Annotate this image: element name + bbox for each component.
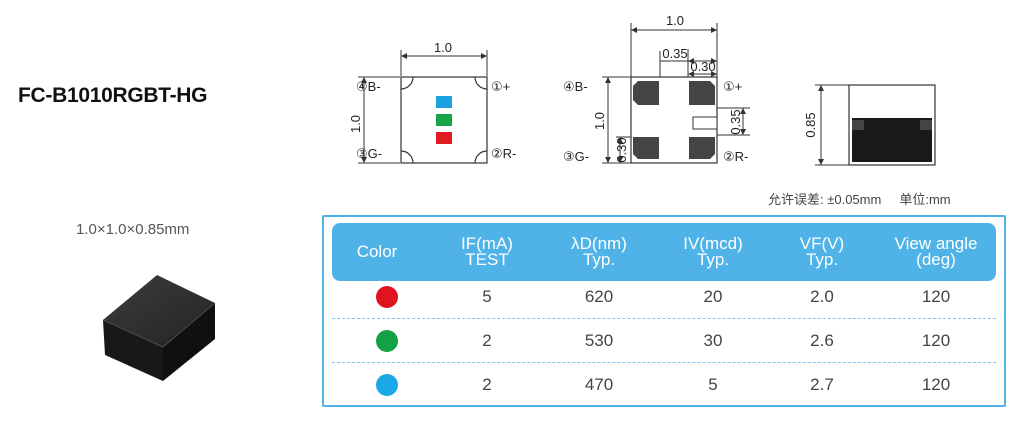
part-number-title: FC-B1010RGBT-HG — [18, 84, 208, 107]
cell-iv: 30 — [703, 331, 723, 350]
cell-vf: 2.7 — [810, 375, 834, 394]
bottom-pad-width-dim: 0.35 — [662, 46, 687, 61]
pad-2 — [689, 137, 715, 159]
row-divider — [332, 362, 996, 363]
top-width-dim: 1.0 — [434, 40, 452, 55]
bottom-pin-4-label: ④B- — [563, 79, 588, 94]
red-color-dot — [376, 286, 398, 308]
cell-if: 5 — [482, 287, 492, 306]
header-if: IF(mA)TEST — [461, 234, 513, 269]
bottom-pin-3-label: ③G- — [563, 149, 589, 164]
pad-3 — [633, 137, 659, 159]
bottom-pad-height-dim: 0.35 — [728, 109, 743, 134]
side-height-dim: 0.85 — [803, 112, 818, 137]
bottom-height-dim: 1.0 — [592, 112, 607, 130]
cell-vf: 2.0 — [810, 287, 834, 306]
cell-angle: 120 — [921, 375, 951, 394]
cell-wavelength: 470 — [584, 375, 614, 394]
blue-color-dot — [376, 374, 398, 396]
side-view-drawing: 0.85 — [803, 84, 936, 166]
red-chip — [436, 132, 452, 144]
bottom-pin-2-label: ②R- — [723, 149, 748, 164]
pin-1-label: ①+ — [491, 79, 510, 94]
green-color-dot — [376, 330, 398, 352]
cell-if: 2 — [482, 331, 492, 350]
cell-wavelength: 530 — [584, 331, 614, 350]
header-iv: IV(mcd)Typ. — [683, 234, 743, 269]
package-size-label: 1.0×1.0×0.85mm — [76, 221, 190, 238]
top-view-package — [400, 76, 488, 164]
pin-4-label: ④B- — [356, 79, 381, 94]
unit-text: 单位:mm — [899, 192, 951, 207]
cell-angle: 120 — [921, 331, 951, 350]
pad-1 — [689, 81, 715, 105]
pin-2-label: ②R- — [491, 146, 516, 161]
header-vf: VF(V)Typ. — [799, 234, 845, 269]
cell-vf: 2.6 — [810, 331, 834, 350]
bottom-pad-bottom-dim: 0.30 — [614, 137, 629, 162]
bottom-view-drawing: 1.0 0.35 0.30 0.35 1.0 0.30 ④B- ①+ ③G- ②… — [563, 13, 750, 164]
spec-table: Color IF(mA)TEST λD(nm)Typ. IV(mcd)Typ. … — [322, 215, 1006, 407]
pad-4 — [633, 81, 659, 105]
header-view-angle: View angle(deg) — [894, 234, 978, 269]
row-divider — [332, 318, 996, 319]
pin-3-label: ③G- — [356, 146, 382, 161]
top-view-drawing: 1.0 1.0 ④B- ①+ ③G- ②R- — [348, 40, 516, 164]
table-row-red: 5 620 20 2.0 120 — [332, 275, 996, 319]
product-image — [102, 275, 216, 381]
cell-if: 2 — [482, 375, 492, 394]
tolerance-text: 允许误差: ±0.05mm — [768, 192, 882, 207]
cell-wavelength: 620 — [584, 287, 614, 306]
table-row-blue: 2 470 5 2.7 120 — [332, 363, 996, 407]
header-wavelength: λD(nm)Typ. — [571, 234, 627, 269]
header-color: Color — [356, 242, 398, 261]
table-row-green: 2 530 30 2.6 120 — [332, 319, 996, 363]
bottom-pin-1-label: ①+ — [723, 79, 742, 94]
cell-iv: 5 — [708, 375, 718, 394]
cell-iv: 20 — [703, 287, 723, 306]
green-chip — [436, 114, 452, 126]
table-header: Color IF(mA)TEST λD(nm)Typ. IV(mcd)Typ. … — [332, 223, 996, 281]
blue-chip — [436, 96, 452, 108]
top-height-dim: 1.0 — [348, 115, 363, 133]
tolerance-note: 允许误差: ±0.05mm 单位:mm — [768, 189, 951, 208]
cell-angle: 120 — [921, 287, 951, 306]
bottom-pad-gap-dim: 0.30 — [690, 59, 715, 74]
bottom-width-dim: 1.0 — [666, 13, 684, 28]
